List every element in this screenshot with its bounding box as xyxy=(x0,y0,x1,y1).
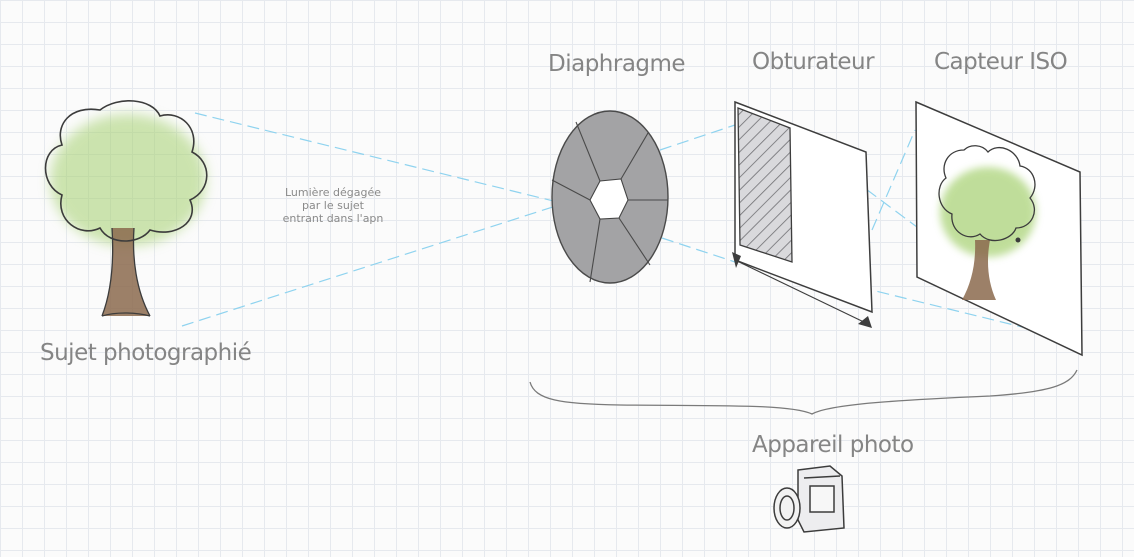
camera-label: Appareil photo xyxy=(752,432,914,458)
light-ray-upper-mid xyxy=(660,125,735,150)
sensor-icon xyxy=(916,102,1082,355)
shutter-label: Obturateur xyxy=(752,49,874,75)
subject-label: Sujet photographié xyxy=(40,340,251,366)
aperture-icon xyxy=(552,111,668,283)
light-label-line-2: par le sujet xyxy=(258,199,408,212)
sensor-label: Capteur ISO xyxy=(934,49,1067,75)
light-label-line-3: entrant dans l'apn xyxy=(258,212,408,225)
light-label-line-1: Lumière dégagée xyxy=(258,186,408,199)
brace xyxy=(530,370,1077,414)
light-label: Lumière dégagée par le sujet entrant dan… xyxy=(258,186,408,225)
camera-icon xyxy=(774,466,844,532)
shutter-icon xyxy=(732,102,872,328)
tree-icon xyxy=(46,101,207,316)
diaphragm-label: Diaphragme xyxy=(548,51,685,77)
light-ray-sensor xyxy=(872,130,915,230)
light-ray-lower-mid xyxy=(662,238,735,262)
